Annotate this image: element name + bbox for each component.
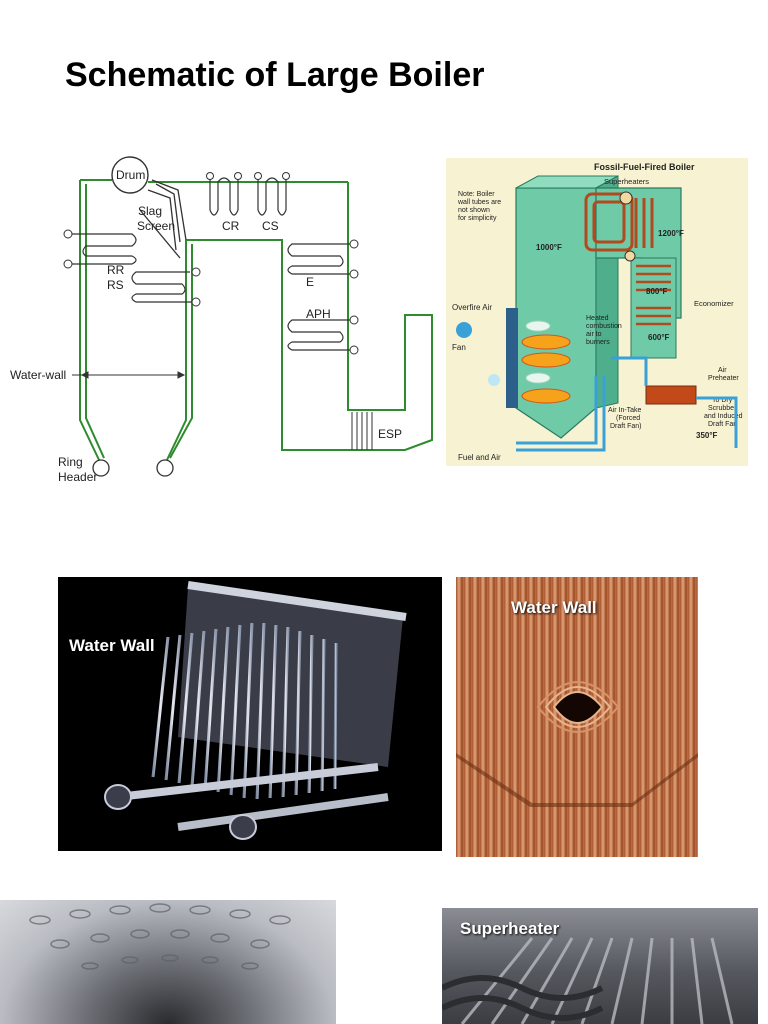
water-wall-photo-1: Water Wall [58,577,442,851]
label-rr: RR [107,263,125,277]
label-overfire-air: Overfire Air [452,303,492,312]
temp-600: 600°F [648,333,670,342]
water-wall-photo-2: Water Wall [456,577,698,857]
caption-water-wall-2: Water Wall [511,598,597,617]
label-air-preheater: Air Preheater [708,367,739,382]
page-title: Schematic of Large Boiler [65,56,485,94]
temp-1200: 1200°F [658,229,684,238]
label-ring: Ring [58,455,83,469]
caption-superheater: Superheater [460,919,560,938]
label-screen: Screen [137,219,175,233]
label-to-dry-scrubber: To Dry Scrubber and Induced Draft Fan [704,397,745,428]
drum-circle [111,156,149,194]
water-wall-opening-graphic [456,681,698,807]
fossil-fuel-boiler-diagram: Fossil-Fuel-Fired Boiler Superheaters Ec… [446,158,748,466]
label-air-intake: Air In-Take (Forced Draft Fan) [608,407,643,430]
temp-800: 800°F [646,287,668,296]
label-fan: Fan [452,343,466,352]
label-slag: Slag [138,204,162,218]
label-e: E [306,275,314,289]
label-fuel-and-air: Fuel and Air [458,453,501,462]
label-drum: Drum [116,168,145,182]
label-esp: ESP [378,427,402,441]
diagram-title: Fossil-Fuel-Fired Boiler [594,162,695,172]
label-superheaters: Superheaters [604,177,649,186]
boiler-schematic-diagram: Drum Slag Screen CR CS RR RS E APH ESP [10,156,433,484]
label-cr: CR [222,219,240,233]
label-economizer: Economizer [694,299,734,308]
ring-header-right [156,459,174,477]
tube-holes-graphic [29,903,291,970]
label-cs: CS [262,219,279,233]
temp-350: 350°F [696,431,718,440]
caption-water-wall-1: Water Wall [69,636,155,655]
ring-header-left [92,459,110,477]
label-header: Header [58,470,97,484]
diagram-note: Note: Boiler wall tubes are not shown fo… [457,191,503,222]
superheater-tubes-graphic [442,937,734,1024]
label-rs: RS [107,278,124,292]
label-heated-air: Heated combustion air to burners [586,315,624,346]
label-aph: APH [306,307,331,321]
superheater-photo: Superheater [442,908,758,1024]
furnace-interior-photo [0,900,336,1024]
water-wall-tubes-graphic [104,581,407,840]
label-water-wall: Water-wall [10,368,66,382]
temp-1000: 1000°F [536,243,562,252]
